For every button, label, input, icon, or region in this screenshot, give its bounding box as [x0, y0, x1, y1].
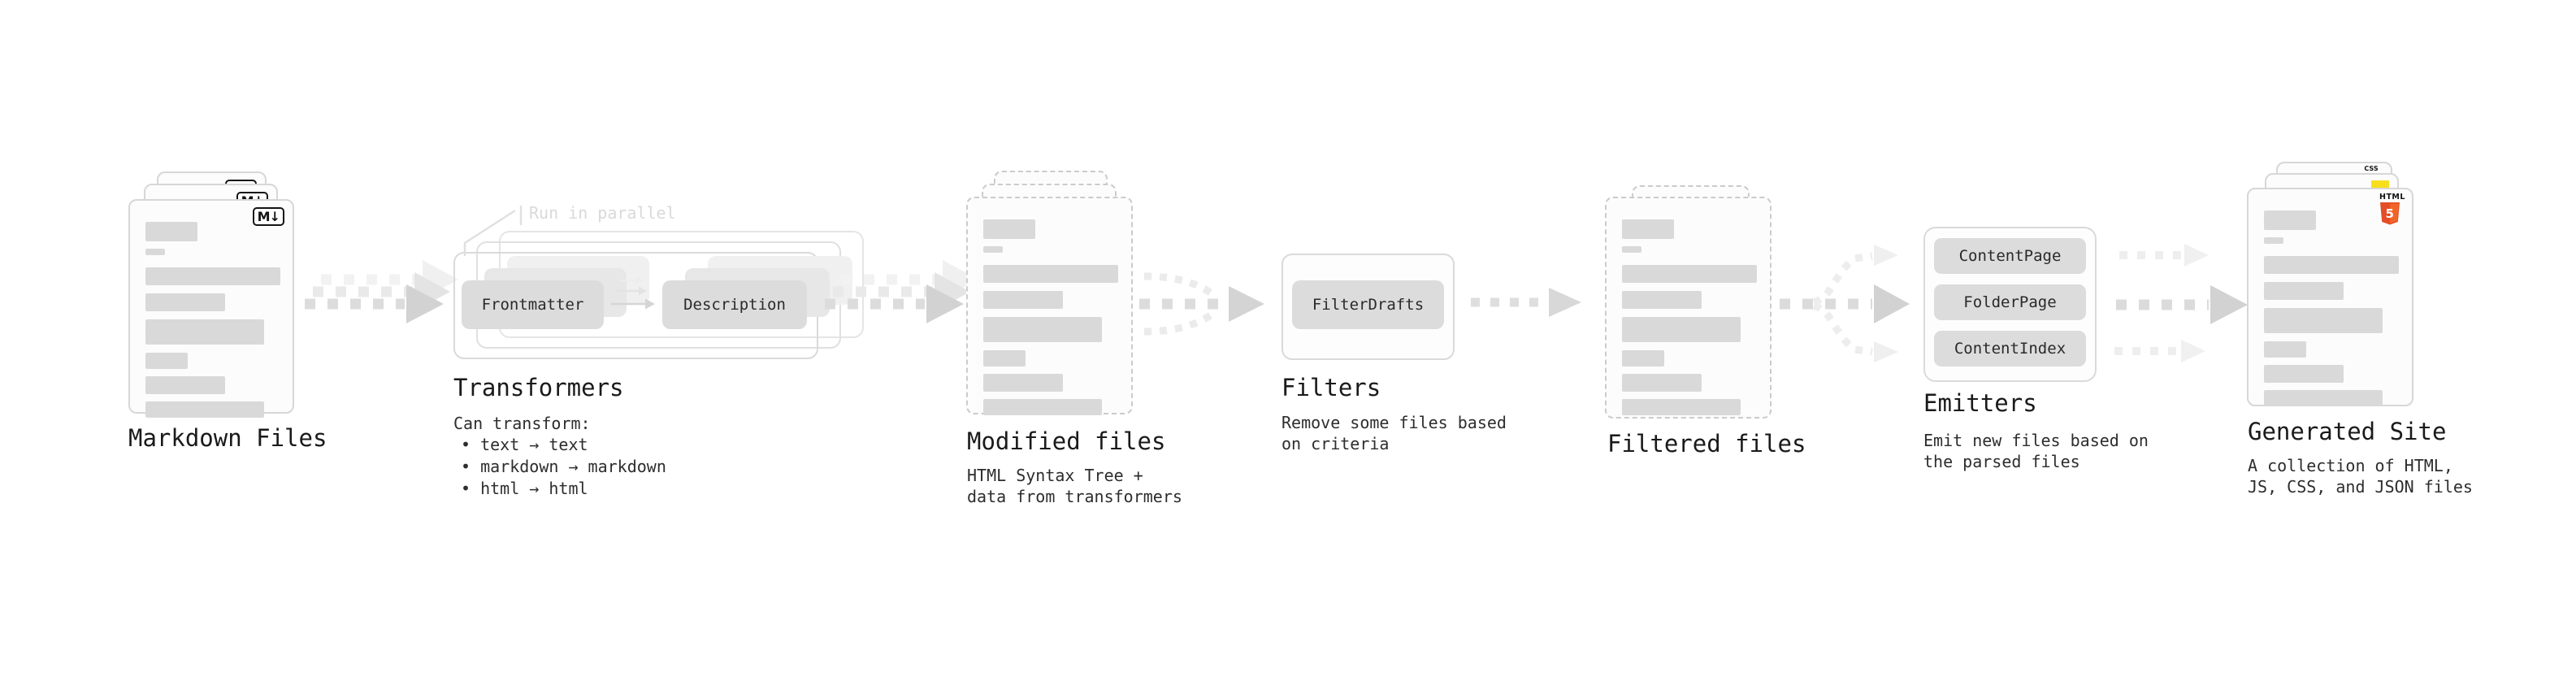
doc-card-front: M↓ [128, 199, 294, 418]
doc-content-placeholder [968, 198, 1131, 415]
doc-card-front [1605, 197, 1772, 419]
html5-icon-number: 5 [2386, 206, 2395, 221]
markdown-files-label: Markdown Files [128, 424, 327, 452]
transformer-description-label: Description [683, 296, 786, 314]
arrow-modified-to-filters-icon [1139, 272, 1264, 336]
emitters-label: Emitters [1923, 389, 2037, 417]
emitter-folder-page-label: FolderPage [1963, 293, 2057, 311]
transformers-bullet: • markdown → markdown [461, 457, 666, 476]
generated-site-label: Generated Site [2248, 418, 2447, 445]
modified-files-desc: HTML Syntax Tree + data from transformer… [967, 466, 1182, 506]
arrow-filtered-to-emitters-icon [1780, 245, 1910, 362]
arrow-filters-to-filtered-icon [1471, 288, 1581, 317]
transformers-bullet: • text → text [461, 435, 588, 454]
emitters-desc: Emit new files based on the parsed files [1923, 431, 2149, 471]
javascript-icon [2371, 180, 2389, 189]
transformer-frontmatter-chip: Frontmatter [462, 280, 604, 329]
emitter-content-index-label: ContentIndex [1954, 340, 2066, 358]
css-icon-label: CSS [2364, 165, 2379, 172]
html5-icon-label: HTML [2379, 193, 2405, 202]
emitter-content-page-label: ContentPage [1958, 247, 2062, 265]
run-in-parallel-callout-line [463, 206, 523, 256]
filter-drafts-chip: FilterDrafts [1292, 280, 1444, 329]
markdown-icon: M↓ [252, 207, 284, 226]
transformers-bullet: • html → html [461, 479, 588, 498]
doc-content-placeholder [2249, 189, 2412, 406]
filters-desc: Remove some files based on criteria [1281, 413, 1507, 453]
transformers-desc-title: Can transform: [453, 414, 591, 433]
modified-files-label: Modified files [967, 427, 1166, 455]
html5-icon: HTML 5 [2379, 193, 2405, 225]
doc-content-placeholder [1607, 198, 1770, 415]
run-in-parallel-note: Run in parallel [529, 203, 676, 223]
transformers-label: Transformers [453, 374, 624, 401]
arrow-markdown-to-transformers-icon [305, 260, 458, 323]
transformer-frontmatter-label: Frontmatter [481, 296, 584, 314]
filters-label: Filters [1281, 374, 1381, 401]
emitter-folder-page-chip: FolderPage [1934, 284, 2086, 320]
emitter-content-page-chip: ContentPage [1934, 238, 2086, 274]
arrow-transformers-to-modified-icon [825, 260, 978, 323]
filtered-files-label: Filtered files [1607, 430, 1806, 458]
doc-card-front: HTML 5 [2247, 188, 2413, 406]
arrow-emitters-to-site-icon [2114, 244, 2248, 362]
transformer-flow-arrows-icon [611, 276, 655, 310]
doc-content-placeholder [130, 201, 293, 418]
emitter-content-index-chip: ContentIndex [1934, 331, 2086, 367]
transformer-description-chip: Description [662, 280, 807, 329]
doc-card-front [966, 197, 1133, 415]
filter-drafts-label: FilterDrafts [1312, 296, 1425, 314]
transformers-bullet-list: • text → text • markdown → markdown • ht… [461, 434, 666, 500]
generated-site-desc: A collection of HTML, JS, CSS, and JSON … [2248, 456, 2473, 497]
